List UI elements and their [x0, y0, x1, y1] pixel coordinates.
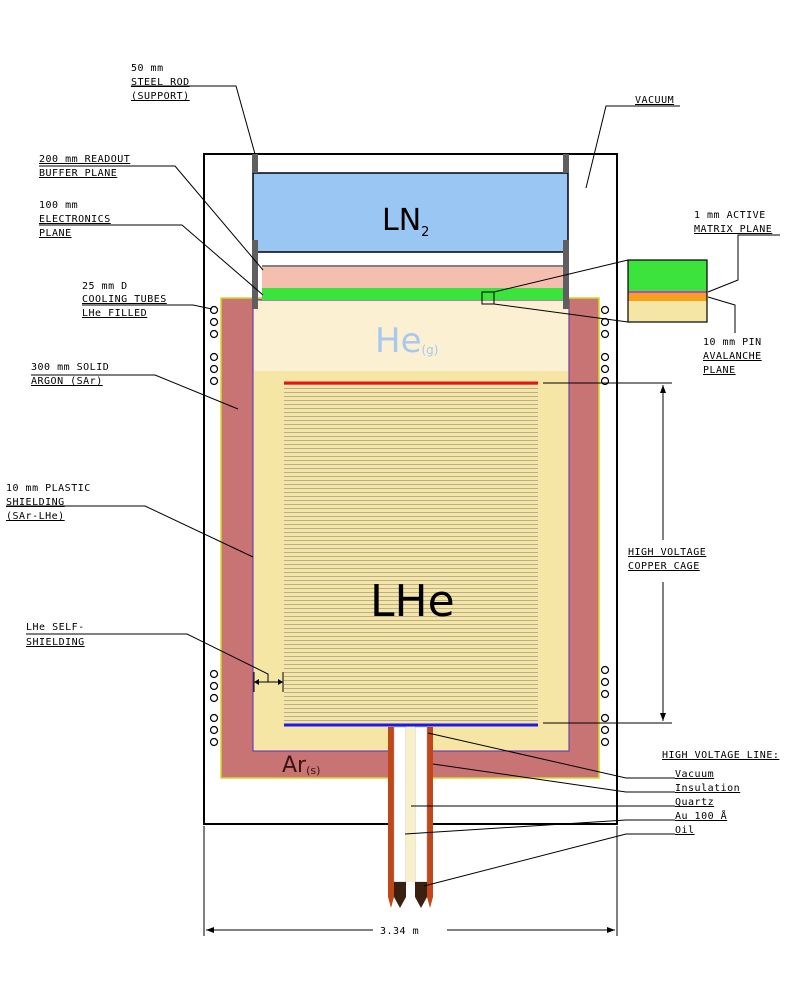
steel-rod-annotation: 50 mm STEEL ROD (SUPPORT) [131, 63, 256, 155]
ln2-tank [252, 172, 569, 253]
he-gas-label: He(g) [375, 321, 438, 361]
svg-text:Quartz: Quartz [675, 797, 714, 808]
svg-text:LHe FILLED: LHe FILLED [82, 308, 147, 319]
steel-rod-left-upper [252, 154, 258, 173]
svg-text:HIGH VOLTAGE LINE:: HIGH VOLTAGE LINE: [662, 750, 779, 761]
svg-text:HIGH VOLTAGE: HIGH VOLTAGE [628, 547, 706, 558]
svg-text:PLANE: PLANE [703, 365, 736, 376]
cooling-annotation: 25 mm D COOLING TUBES LHe FILLED [82, 281, 213, 319]
svg-text:300 mm SOLID: 300 mm SOLID [31, 362, 109, 373]
svg-text:SHIELDING: SHIELDING [26, 637, 85, 648]
steel-rod-left-lower [252, 240, 258, 309]
svg-text:AVALANCHE: AVALANCHE [703, 351, 762, 362]
readout-buffer-plane [262, 267, 564, 289]
active-matrix-annotation: 1 mm ACTIVE MATRIX PLANE [694, 210, 780, 293]
vacuum-annotation: VACUUM [585, 95, 680, 189]
zoom-marker [481, 291, 495, 305]
pin-avalanche-annotation: 10 mm PIN AVALANCHE PLANE [703, 296, 762, 376]
ln2-label: LN2 [382, 203, 429, 240]
svg-text:Au 100 Å: Au 100 Å [675, 809, 727, 822]
svg-text:3.34 m: 3.34 m [380, 926, 419, 937]
svg-text:200 mm READOUT: 200 mm READOUT [39, 154, 130, 165]
svg-text:STEEL ROD: STEEL ROD [131, 77, 190, 88]
ar-solid-label: Ar(s) [282, 753, 320, 778]
svg-text:MATRIX PLANE: MATRIX PLANE [694, 224, 772, 235]
electronics-annotation: 100 mm ELECTRONICS PLANE [39, 200, 264, 296]
width-dimension: 3.34 m [203, 826, 618, 937]
lhe-label: LHe [370, 576, 455, 627]
svg-text:25 mm D: 25 mm D [82, 281, 128, 292]
electronics-plane [262, 288, 564, 300]
cooling-tubes [209, 305, 610, 747]
svg-text:Oil: Oil [675, 825, 695, 836]
svg-text:(SUPPORT): (SUPPORT) [131, 91, 190, 102]
svg-text:50 mm: 50 mm [131, 63, 164, 74]
plastic-annotation: 10 mm PLASTIC SHIELDING (SAr-LHe) [6, 483, 254, 558]
svg-text:BUFFER PLANE: BUFFER PLANE [39, 168, 117, 179]
svg-text:10 mm PIN: 10 mm PIN [703, 337, 762, 348]
hv-line-feedthrough [388, 726, 433, 908]
steel-rod-right-upper [563, 154, 569, 173]
svg-text:COPPER CAGE: COPPER CAGE [628, 561, 700, 572]
active-matrix-inset [627, 259, 708, 323]
svg-text:ELECTRONICS: ELECTRONICS [39, 214, 111, 225]
svg-text:PLANE: PLANE [39, 228, 72, 239]
svg-text:ARGON (SAr): ARGON (SAr) [31, 376, 103, 387]
self-shielding-annotation: LHe SELF- SHIELDING [26, 622, 284, 692]
hv-line-legend: HIGH VOLTAGE LINE: Vacuum Insulation Qua… [404, 732, 779, 887]
svg-text:1 mm ACTIVE: 1 mm ACTIVE [694, 210, 766, 221]
solid-argon-annotation: 300 mm SOLID ARGON (SAr) [31, 362, 239, 410]
svg-text:LHe SELF-: LHe SELF- [26, 622, 85, 633]
svg-text:10 mm PLASTIC: 10 mm PLASTIC [6, 483, 91, 494]
svg-text:SHIELDING: SHIELDING [6, 497, 65, 508]
svg-text:VACUUM: VACUUM [635, 95, 674, 106]
svg-text:COOLING TUBES: COOLING TUBES [82, 294, 167, 305]
drift-region [284, 384, 538, 725]
hv-cage-annotation: HIGH VOLTAGE COPPER CAGE [543, 382, 706, 724]
svg-text:100 mm: 100 mm [39, 200, 78, 211]
svg-text:Vacuum: Vacuum [675, 769, 714, 780]
svg-text:(SAr-LHe): (SAr-LHe) [6, 511, 65, 522]
readout-annotation: 200 mm READOUT BUFFER PLANE [39, 154, 264, 271]
svg-text:Insulation: Insulation [675, 783, 740, 794]
